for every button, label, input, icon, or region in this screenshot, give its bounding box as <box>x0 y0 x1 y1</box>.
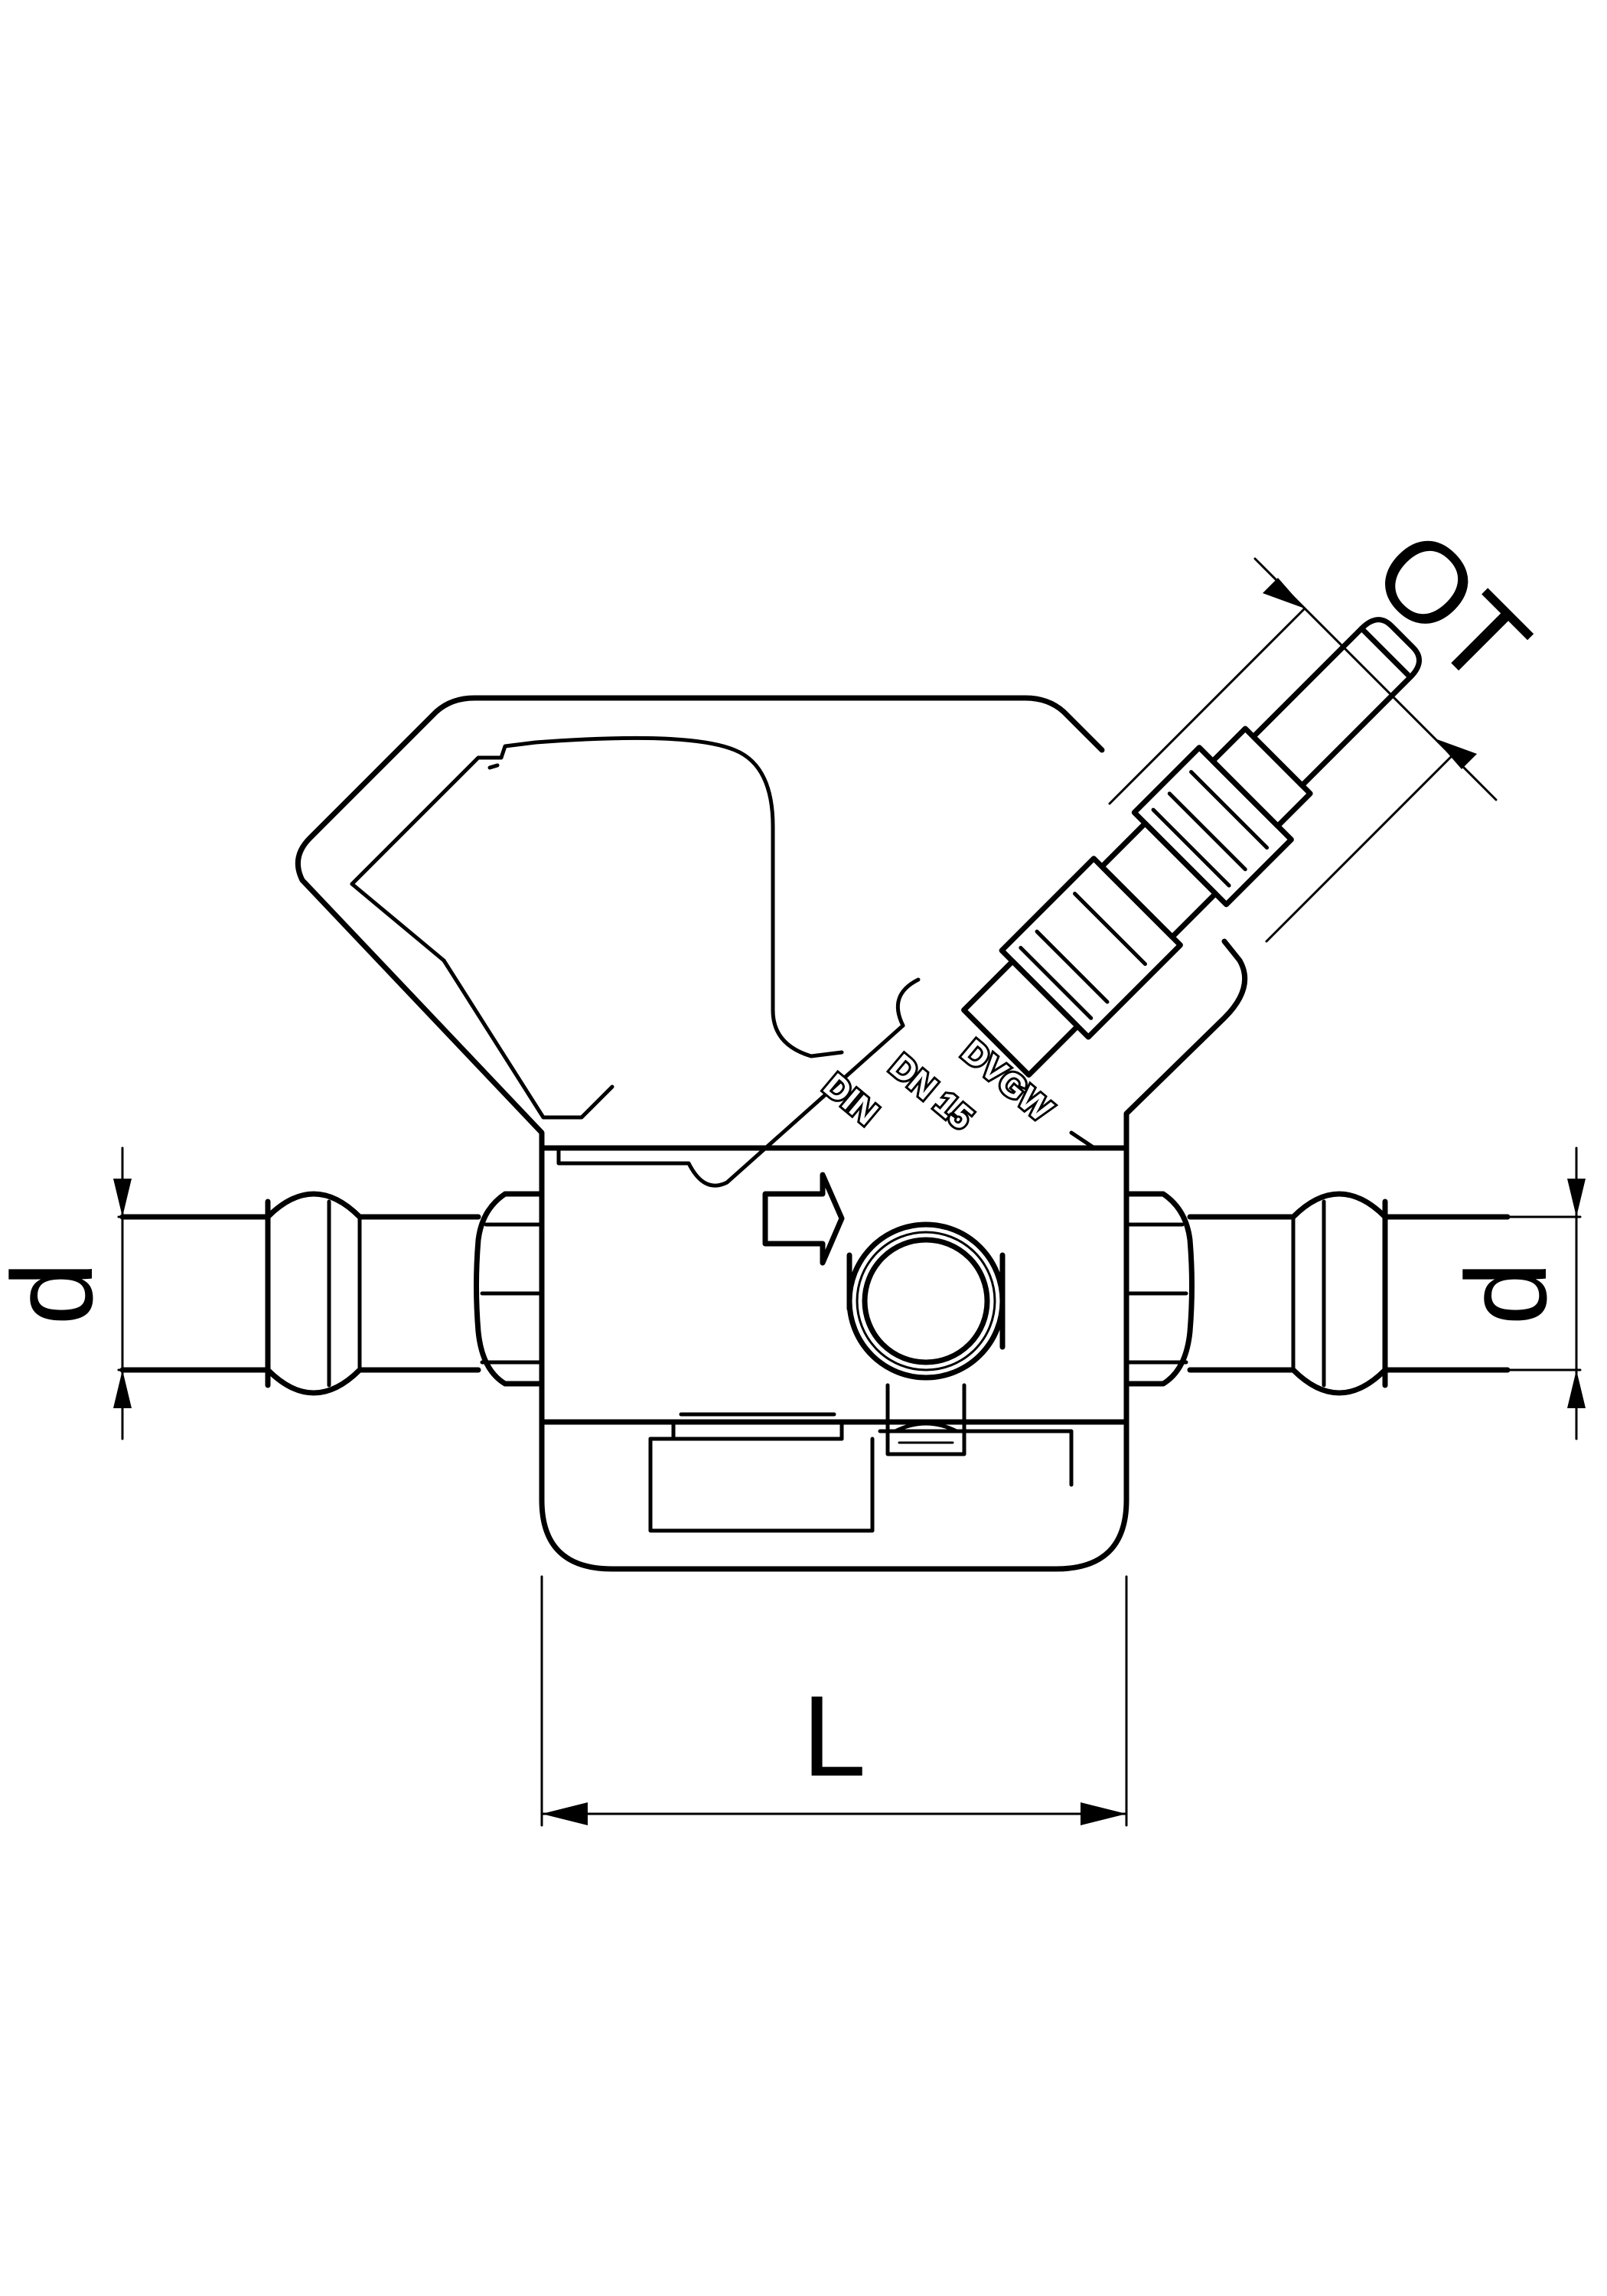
label-ot: OT <box>1350 505 1553 709</box>
angled-bonnet <box>961 617 1422 1078</box>
left-press-fitting <box>119 1191 545 1396</box>
side-port <box>846 1221 1006 1381</box>
label-d-left: d <box>0 1261 116 1325</box>
dimension-ot: OT <box>1108 505 1553 943</box>
dimension-d-left: d <box>0 1146 231 1440</box>
dimension-d-right: d <box>1422 1146 1586 1440</box>
upper-housing <box>295 695 1248 1188</box>
flow-arrow <box>762 1172 845 1266</box>
dimension-l: L <box>540 1575 1128 1827</box>
body-markings: DVGW DN 15 DIN <box>814 1030 1061 1140</box>
label-l: L <box>802 1671 865 1800</box>
valve-body <box>539 1145 1129 1572</box>
label-d-right: d <box>1442 1261 1570 1325</box>
marking-din: DIN <box>817 1066 885 1132</box>
